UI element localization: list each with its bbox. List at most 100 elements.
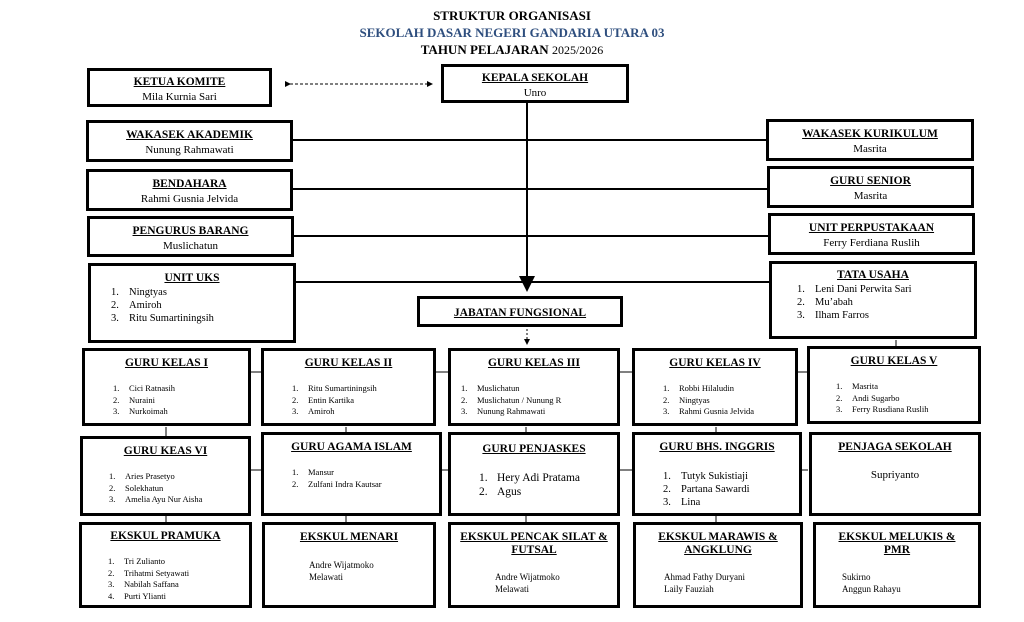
list-item: 1.Tutyk Sukistiaji <box>663 471 749 482</box>
member-name: Andre Wijatmoko <box>309 560 374 570</box>
list-item: 2.Mu’abah <box>797 297 853 308</box>
bendahara-box: BENDAHARA Rahmi Gusnia Jelvida <box>86 169 293 211</box>
wakasek-akademik-box: WAKASEK AKADEMIK Nunung Rahmawati <box>86 120 293 162</box>
list-item: 2.Nuraini <box>113 394 155 405</box>
list-item: 4.Purti Ylianti <box>108 590 166 601</box>
box-name: Rahmi Gusnia Jelvida <box>140 193 239 205</box>
box-name: Mila Kurnia Sari <box>142 91 217 103</box>
box-title: WAKASEK KURIKULUM <box>802 128 938 140</box>
box-title: TATA USAHA <box>837 269 909 281</box>
list-item: 2.Muslichatun / Nunung R <box>461 394 562 405</box>
box-name: Unro <box>523 87 547 99</box>
list-item: 1.Hery Adi Pratama <box>479 472 581 484</box>
list-item: 2.Agus <box>479 486 522 498</box>
member-list: 1.Leni Dani Perwita Sari 2.Mu’abah 3.Ilh… <box>797 283 912 322</box>
member-name: Ahmad Fathy Duryani <box>664 572 745 582</box>
tata-usaha-box: TATA USAHA 1.Leni Dani Perwita Sari 2.Mu… <box>769 261 977 339</box>
box-title: UNIT PERPUSTAKAAN <box>808 222 935 234</box>
list-item: 1.Robbi Hilaludin <box>663 383 735 393</box>
guru-senior-box: GURU SENIOR Masrita <box>767 166 974 208</box>
academic-year-label: TAHUN PELAJARAN <box>420 42 549 57</box>
member-name: Sukirno <box>842 572 871 582</box>
chart-title: STRUKTUR ORGANISASI <box>433 8 591 23</box>
member-list: 1.Ningtyas 2.Amiroh 3.Ritu Sumartiningsi… <box>111 286 214 325</box>
list-item: 1.Ritu Sumartiningsih <box>292 383 377 393</box>
member-list: 1.Aries Prasetyo 2.Solekhatun 3.Amelia A… <box>109 471 202 506</box>
box-title: GURU KELAS IV <box>669 357 761 369</box>
list-item: 1.Aries Prasetyo <box>109 471 175 481</box>
ekskul-menari-box: EKSKUL MENARI Andre Wijatmoko Melawati <box>262 522 436 608</box>
list-item: 3.Ilham Farros <box>797 310 869 321</box>
box-title: EKSKUL PENCAK SILAT & FUTSAL <box>460 531 608 556</box>
list-item: 3.Lina <box>663 497 701 508</box>
member-name: Anggun Rahayu <box>842 584 901 594</box>
box-name: Nunung Rahmawati <box>145 144 234 156</box>
list-item: 1.Cici Ratnasih <box>113 383 176 393</box>
box-title: PENGURUS BARANG <box>132 225 249 237</box>
box-title: UNIT UKS <box>164 272 220 284</box>
list-item: 2.Partana Sawardi <box>663 484 750 495</box>
box-title: EKSKUL MARAWIS & ANGKLUNG <box>658 531 778 556</box>
member-name: Melawati <box>495 584 529 594</box>
box-title: KETUA KOMITE <box>133 76 226 88</box>
list-item: 2.Zulfani Indra Kautsar <box>292 478 382 489</box>
guru-kelas-2-box: GURU KELAS II 1.Ritu Sumartiningsih 2.En… <box>261 348 436 426</box>
penjaga-sekolah-box: PENJAGA SEKOLAH Supriyanto <box>809 432 981 516</box>
box-title: GURU AGAMA ISLAM <box>291 441 412 453</box>
box-title: GURU KEAS VI <box>123 445 208 457</box>
unit-uks-box: UNIT UKS 1.Ningtyas 2.Amiroh 3.Ritu Suma… <box>88 263 296 343</box>
box-title: KEPALA SEKOLAH <box>481 72 589 84</box>
box-name: Ferry Ferdiana Ruslih <box>823 237 920 249</box>
box-title: EKSKUL MELUKIS & PMR <box>838 531 956 556</box>
list-item: 3.Nunung Rahmawati <box>461 406 546 416</box>
guru-bhs-inggris-box: GURU BHS. INGGRIS 1.Tutyk Sukistiaji 2.P… <box>632 432 802 516</box>
list-item: 3.Nabilah Saffana <box>108 579 179 589</box>
box-title: EKSKUL MENARI <box>299 531 399 543</box>
list-item: 1.Muslichatun <box>461 383 520 393</box>
member-list: 1.Cici Ratnasih 2.Nuraini 3.Nurkoimah <box>113 383 175 418</box>
box-name: Muslichatun <box>163 240 218 252</box>
box-title: WAKASEK AKADEMIK <box>126 129 253 141</box>
member-list: 1.Masrita 2.Andi Sugarbo 3.Ferry Rusdian… <box>836 381 929 416</box>
box-title: GURU KELAS III <box>487 357 581 369</box>
ekskul-pramuka-box: EKSKUL PRAMUKA 1.Tri Zulianto 2.Trihatmi… <box>79 522 252 608</box>
list-item: 3.Nurkoimah <box>113 406 168 416</box>
member-list: 1.Ritu Sumartiningsih 2.Entin Kartika 3.… <box>292 383 377 418</box>
box-name: Masrita <box>853 143 887 155</box>
member-list: 1.Hery Adi Pratama 2.Agus <box>479 471 580 499</box>
box-title: GURU SENIOR <box>830 175 911 187</box>
guru-penjaskes-box: GURU PENJASKES 1.Hery Adi Pratama 2.Agus <box>448 432 620 516</box>
list-item: 1.Tri Zulianto <box>108 556 166 566</box>
member-list: 1.Mansur 2.Zulfani Indra Kautsar <box>292 467 382 490</box>
box-title: GURU KELAS V <box>850 355 938 367</box>
guru-agama-islam-box: GURU AGAMA ISLAM 1.Mansur 2.Zulfani Indr… <box>261 432 442 516</box>
member-list: 1.Tri Zulianto 2.Trihatmi Setyawati 3.Na… <box>108 556 189 602</box>
wakasek-kurikulum-box: WAKASEK KURIKULUM Masrita <box>766 119 974 161</box>
box-title: EKSKUL PRAMUKA <box>110 530 221 542</box>
pengurus-barang-box: PENGURUS BARANG Muslichatun <box>87 216 294 257</box>
list-item: 3.Amiroh <box>292 406 335 416</box>
box-title: PENJAGA SEKOLAH <box>838 441 952 453</box>
ketua-komite-box: KETUA KOMITE Mila Kurnia Sari <box>87 68 272 107</box>
list-item: 1.Leni Dani Perwita Sari <box>797 284 912 295</box>
guru-kelas-5-box: GURU KELAS V 1.Masrita 2.Andi Sugarbo 3.… <box>807 346 981 424</box>
kepala-sekolah-box: KEPALA SEKOLAH Unro <box>441 64 629 103</box>
list-item: 1.Mansur <box>292 467 334 477</box>
school-name: SEKOLAH DASAR NEGERI GANDARIA UTARA 03 <box>359 25 665 40</box>
list-item: 2.Amiroh <box>111 300 162 311</box>
box-title: GURU KELAS I <box>124 357 209 369</box>
list-item: 3.Amelia Ayu Nur Aisha <box>109 494 203 504</box>
list-item: 3.Rahmi Gusnia Jelvida <box>663 406 755 416</box>
box-title: GURU KELAS II <box>304 357 393 369</box>
ekskul-marawis-angklung-box: EKSKUL MARAWIS & ANGKLUNG Ahmad Fathy Du… <box>633 522 803 608</box>
list-item: 2.Ningtyas <box>663 394 710 405</box>
ekskul-pencak-silat-futsal-box: EKSKUL PENCAK SILAT & FUTSAL Andre Wijat… <box>448 522 620 608</box>
guru-kelas-1-box: GURU KELAS I 1.Cici Ratnasih 2.Nuraini 3… <box>82 348 251 426</box>
list-item: 1.Masrita <box>836 381 878 391</box>
box-name: Masrita <box>853 190 888 202</box>
guru-kelas-6-box: GURU KEAS VI 1.Aries Prasetyo 2.Solekhat… <box>80 436 251 516</box>
list-item: 3.Ferry Rusdiana Ruslih <box>836 404 929 414</box>
box-title: GURU BHS. INGGRIS <box>659 441 775 453</box>
member-list: 1.Tutyk Sukistiaji 2.Partana Sawardi 3.L… <box>663 470 750 509</box>
ekskul-melukis-pmr-box: EKSKUL MELUKIS & PMR Sukirno Anggun Raha… <box>813 522 981 608</box>
